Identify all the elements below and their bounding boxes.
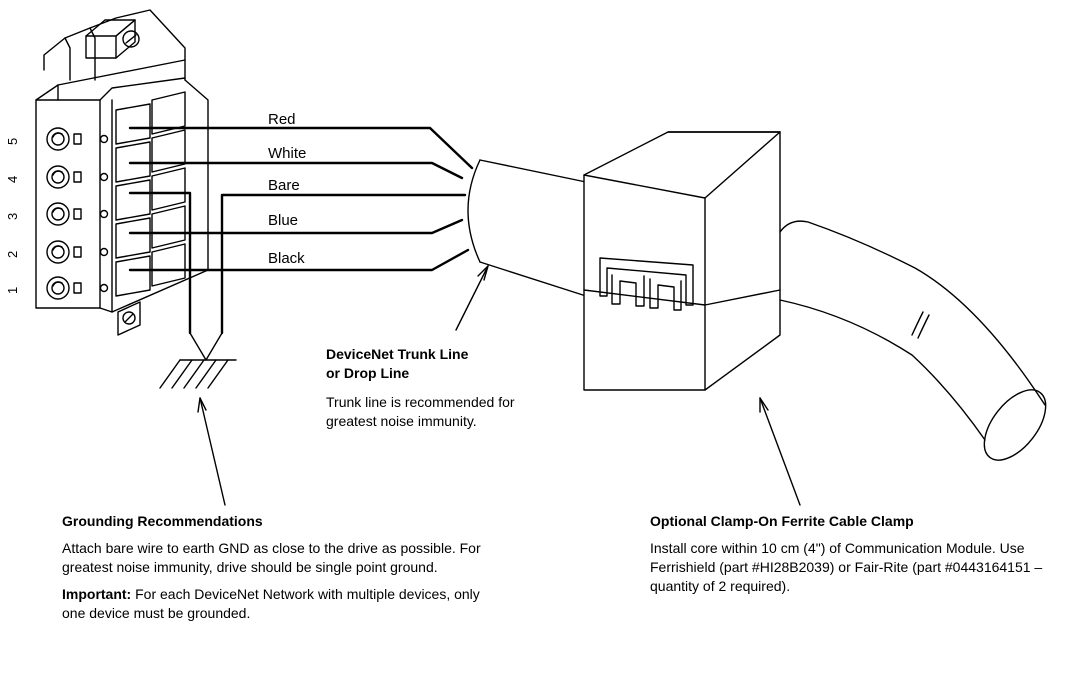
wires [128, 126, 474, 335]
cable-exit [779, 220, 1047, 461]
screw-top-icon [122, 30, 140, 48]
ground-symbol-icon [159, 332, 237, 389]
wire-bare [128, 191, 192, 335]
wire-label-white: White [268, 145, 306, 162]
terminal-slots [115, 91, 186, 297]
grounding-title: Grounding Recommendations [62, 513, 263, 529]
arrow-head-ground [197, 397, 207, 413]
screw-terminals [46, 127, 109, 300]
important-text: For each DeviceNet Network with multiple… [62, 586, 480, 621]
pin-number: 5 [5, 138, 20, 145]
ferrite-clamp [583, 131, 781, 391]
wire-bare-jacket [220, 193, 467, 335]
pin-number: 4 [5, 176, 20, 183]
arrow-head-clamp [759, 397, 769, 413]
pin-number: 1 [5, 287, 20, 294]
arrow-head-trunk [477, 265, 489, 281]
wire-labels: Red White Bare Blue Black [268, 111, 306, 267]
trunk-line-note: Trunk line is recommended for greatest n… [326, 394, 515, 429]
wire-label-red: Red [268, 111, 296, 128]
ferrite-body: Install core within 10 cm (4") of Commun… [650, 540, 1043, 594]
wire-label-black: Black [268, 250, 305, 267]
trunk-line-callout: DeviceNet Trunk Line or Drop Line Trunk … [326, 345, 566, 431]
trunk-title-line1: DeviceNet Trunk Line [326, 346, 469, 362]
leader-arrows [197, 265, 801, 506]
trunk-line-title: DeviceNet Trunk Line or Drop Line [326, 345, 566, 383]
ferrite-callout: Optional Clamp-On Ferrite Cable Clamp In… [650, 512, 1060, 596]
pin-numbers: 5 4 3 2 1 [5, 138, 20, 294]
clamp-latch [599, 257, 694, 306]
grounding-body: Attach bare wire to earth GND as close t… [62, 540, 481, 575]
screw-bottom-icon [122, 311, 136, 325]
grounding-important: Important: For each DeviceNet Network wi… [62, 585, 482, 623]
wire-label-blue: Blue [268, 212, 298, 229]
wire-red [128, 126, 474, 170]
wire-black [128, 248, 470, 272]
wire-blue [128, 218, 464, 235]
cable-jacket [467, 159, 587, 297]
pin-number: 2 [5, 251, 20, 258]
ferrite-title: Optional Clamp-On Ferrite Cable Clamp [650, 513, 914, 529]
connector-plug [35, 9, 209, 336]
wire-label-bare: Bare [268, 177, 300, 194]
pin-number: 3 [5, 213, 20, 220]
wire-white [128, 161, 464, 180]
grounding-callout: Grounding Recommendations Attach bare wi… [62, 512, 482, 623]
important-label: Important: [62, 586, 132, 602]
trunk-title-line2: or Drop Line [326, 365, 410, 381]
